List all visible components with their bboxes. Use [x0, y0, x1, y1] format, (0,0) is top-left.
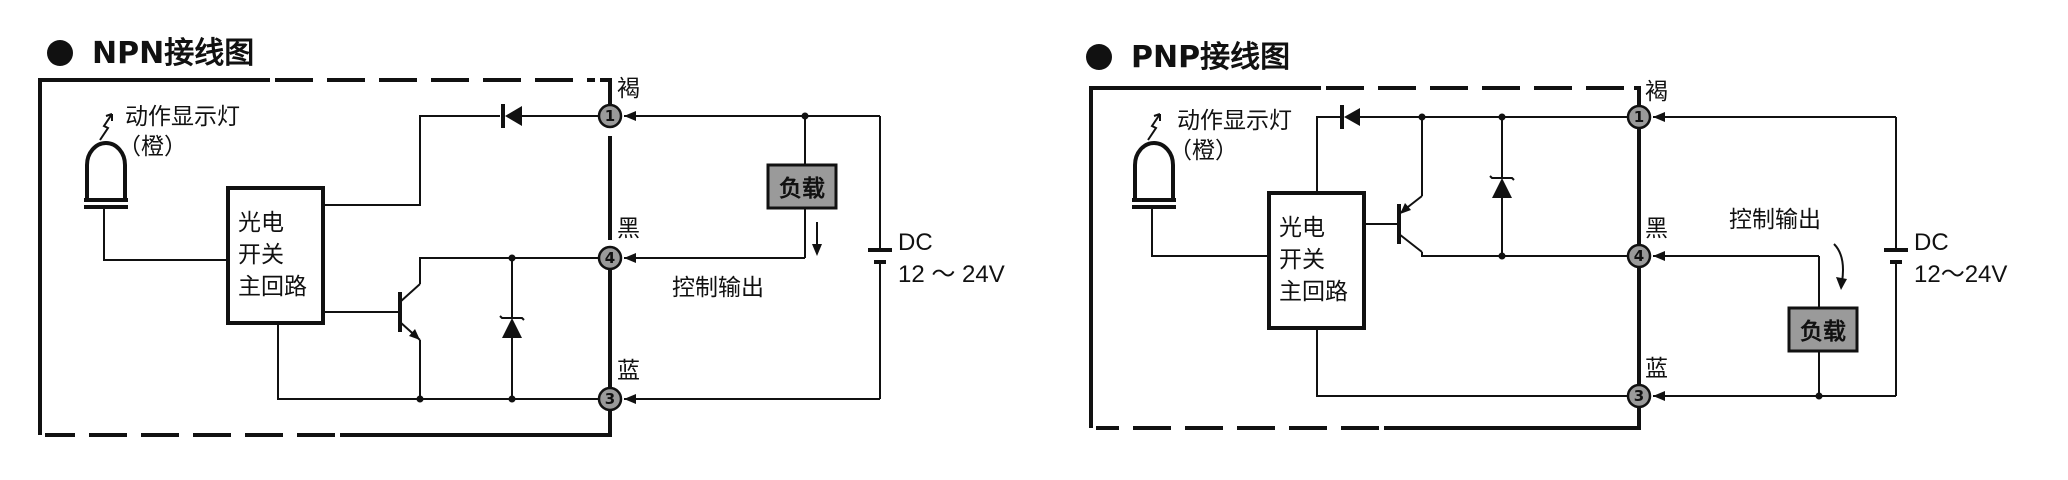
pnp-circuit-line2: 开关 — [1279, 247, 1325, 273]
svg-text:4: 4 — [1634, 247, 1644, 265]
pnp-junction-dot — [1498, 252, 1506, 260]
pnp-indicator-color: （橙） — [1169, 138, 1238, 164]
npn-title: NPN接线图 — [92, 36, 254, 71]
indicator-lamp-icon — [84, 113, 128, 209]
svg-text:4: 4 — [605, 249, 615, 267]
npn-brown-internal-wire — [323, 115, 500, 206]
npn-terminal-1: 1 — [597, 103, 623, 129]
pnp-circuit-line3: 主回路 — [1279, 279, 1348, 305]
pnp-title-bullet — [1086, 44, 1112, 70]
npn-title-bullet — [47, 40, 73, 66]
pnp-diode-icon — [1340, 105, 1360, 129]
npn-junction-dot — [508, 254, 516, 262]
npn-junction-dot — [801, 112, 809, 120]
pnp-housing-bottom — [1384, 405, 1641, 430]
pnp-lamp-wire — [1151, 207, 1269, 257]
npn-indicator-color: （橙） — [118, 134, 187, 160]
npn-diode-icon — [501, 104, 522, 128]
pnp-brown-internal-wire — [1316, 116, 1340, 193]
pnp-junction-dot — [1815, 392, 1823, 400]
pnp-transistor-icon — [1364, 117, 1629, 257]
npn-diagram: NPN接线图 动作显示灯 （橙） 光电 开关 主回路 — [38, 36, 1005, 437]
pnp-diagram-panel: PNP接线图 动作显示灯 （橙） 光电 开关 主回路 — [1034, 0, 2068, 480]
npn-housing-outline — [38, 78, 270, 435]
pnp-wire-blue-label: 蓝 — [1645, 356, 1668, 382]
pnp-junction-dot — [1418, 113, 1426, 121]
pnp-indicator-label: 动作显示灯 — [1177, 108, 1292, 134]
pnp-junction-dot — [1498, 113, 1506, 121]
svg-text:1: 1 — [1634, 108, 1644, 126]
svg-text:负载: 负载 — [1800, 319, 1846, 345]
npn-terminal-4: 4 — [597, 245, 623, 271]
pnp-diagram: PNP接线图 动作显示灯 （橙） 光电 开关 主回路 — [1086, 40, 2007, 430]
pnp-terminal-1: 1 — [1626, 104, 1652, 130]
npn-circuit-line3: 主回路 — [238, 274, 307, 300]
pnp-control-output-label: 控制输出 — [1729, 207, 1821, 233]
pnp-supply-voltage: 12～24V — [1914, 261, 2007, 288]
pnp-wire-black-label: 黑 — [1645, 216, 1668, 242]
pnp-zener-icon — [1489, 117, 1515, 256]
svg-text:3: 3 — [605, 390, 615, 408]
npn-supply-label: DC — [898, 229, 933, 256]
pnp-housing-outline — [1089, 86, 1321, 428]
npn-output-arrow-icon — [812, 222, 822, 256]
npn-circuit-line1: 光电 — [238, 210, 284, 236]
npn-diagram-panel: NPN接线图 动作显示灯 （橙） 光电 开关 主回路 — [38, 36, 1005, 437]
npn-transistor-icon — [323, 257, 600, 399]
pnp-external-wiring — [1653, 112, 1908, 401]
npn-lamp-wire — [103, 207, 228, 261]
pnp-output-arrow-icon — [1833, 243, 1847, 290]
pnp-terminal-3: 3 — [1626, 383, 1652, 409]
npn-external-wiring — [624, 111, 892, 404]
npn-zener-icon — [499, 258, 525, 399]
npn-terminal-3: 3 — [597, 386, 623, 412]
pnp-wire-brown-label: 褐 — [1645, 79, 1668, 105]
indicator-lamp-icon — [1132, 113, 1176, 209]
npn-wire-brown-label: 褐 — [617, 76, 640, 102]
svg-text:负载: 负载 — [779, 176, 825, 202]
pnp-circuit-line1: 光电 — [1279, 215, 1325, 241]
npn-wire-black-label: 黑 — [617, 216, 640, 242]
pnp-terminal-4: 4 — [1626, 243, 1652, 269]
svg-text:1: 1 — [605, 107, 615, 125]
npn-circuit-box — [226, 186, 325, 325]
svg-text:3: 3 — [1634, 387, 1644, 405]
npn-circuit-line2: 开关 — [238, 242, 284, 268]
npn-control-output-label: 控制输出 — [672, 275, 764, 301]
pnp-blue-internal-wire — [1316, 328, 1629, 397]
npn-wire-blue-label: 蓝 — [617, 358, 640, 384]
pnp-housing-top-right — [1634, 86, 1641, 108]
pnp-load-block: 负载 — [1787, 306, 1859, 353]
npn-load-block: 负载 — [766, 163, 838, 210]
npn-blue-internal-wire — [277, 323, 600, 400]
npn-supply-voltage: 12 ～ 24V — [898, 261, 1005, 288]
pnp-supply-label: DC — [1914, 229, 1949, 256]
npn-housing-bottom — [340, 408, 612, 437]
pnp-title: PNP接线图 — [1131, 40, 1290, 75]
npn-indicator-label: 动作显示灯 — [125, 104, 240, 130]
